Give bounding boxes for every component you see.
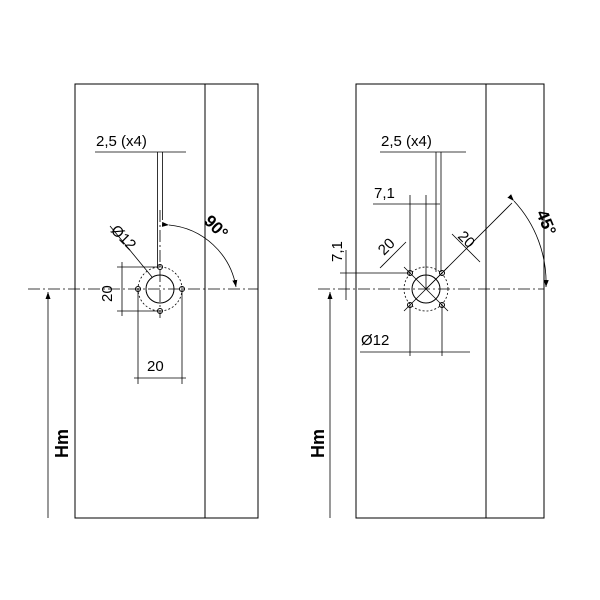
right-diag-label-2: 20 — [454, 228, 478, 252]
right-hm-label: Hm — [308, 429, 328, 458]
left-diagram: Hm 2,5 (x4) Ø12 20 20 90° — [28, 83, 259, 519]
left-horizontal-spacing-label: 20 — [147, 358, 164, 375]
left-diameter-label: Ø12 — [107, 222, 139, 254]
right-offset-x-label: 7,1 — [374, 185, 395, 202]
right-diameter-label: Ø12 — [361, 332, 389, 349]
right-dashed-circle — [403, 266, 449, 312]
right-diag-label-1: 20 — [375, 235, 399, 259]
left-panel-outline — [74, 83, 259, 519]
left-angle-arc — [161, 221, 238, 288]
left-vertical-spacing-label: 20 — [99, 285, 116, 302]
left-hole-spacing-label: 2,5 (x4) — [96, 133, 147, 150]
right-panel-outline — [355, 83, 545, 519]
right-angle-label: 45° — [532, 207, 560, 238]
right-hole-spacing-label: 2,5 (x4) — [381, 133, 432, 150]
right-diagram: Hm 2,5 (x4) 7,1 7,1 20 20 — [308, 83, 560, 519]
right-offset-y-label: 7,1 — [329, 241, 346, 262]
left-center-hole — [145, 274, 175, 304]
left-hm-label: Hm — [52, 429, 72, 458]
right-angle-arc — [507, 194, 549, 288]
